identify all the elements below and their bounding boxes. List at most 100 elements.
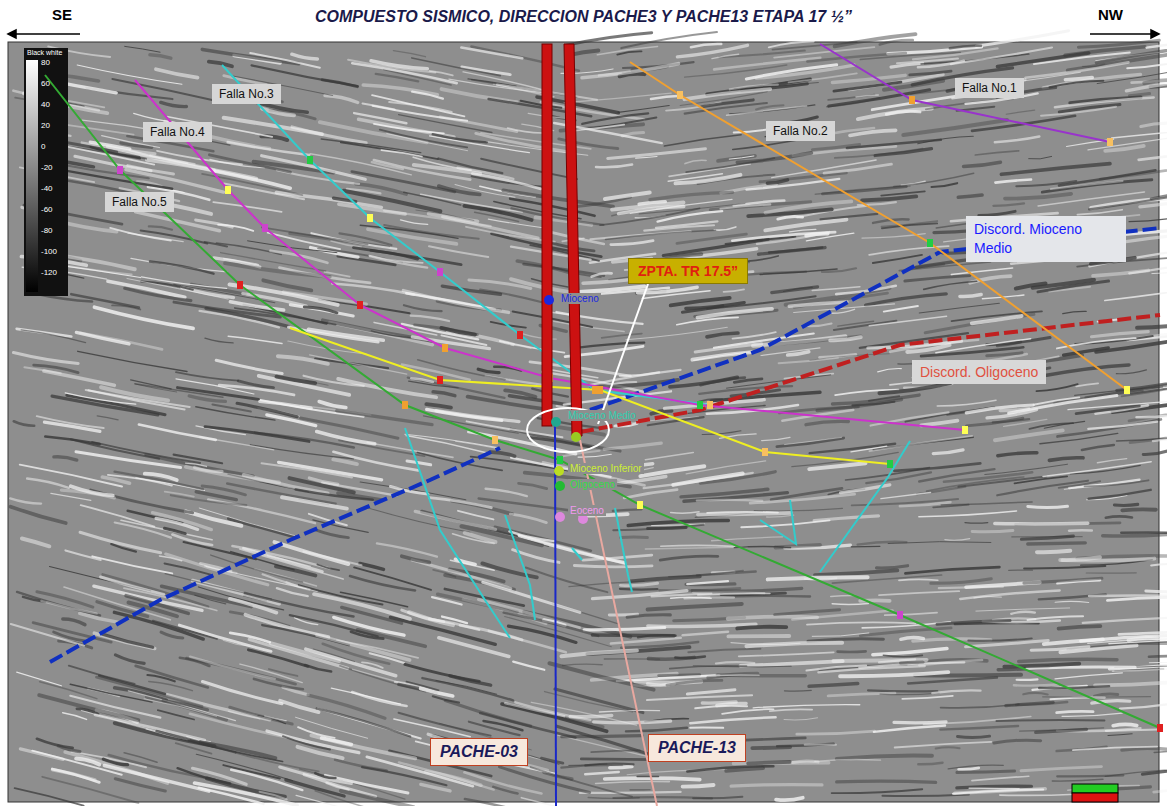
- reflector: [502, 704, 607, 731]
- reflector: [624, 490, 677, 498]
- reflector: [669, 164, 750, 176]
- reflector: [337, 411, 432, 425]
- reflector: [784, 690, 811, 692]
- reflector: [1017, 678, 1038, 681]
- reflector: [621, 642, 698, 648]
- reflector: [997, 720, 1105, 721]
- reflector: [1050, 81, 1104, 88]
- fault-marker: [677, 91, 683, 99]
- reflector: [1069, 529, 1092, 532]
- reflector: [261, 136, 287, 140]
- reflector: [1097, 68, 1167, 84]
- reflector: [637, 776, 658, 778]
- reflector: [1068, 54, 1167, 71]
- reflector: [728, 634, 789, 638]
- reflector: [960, 590, 1059, 598]
- reflector: [767, 180, 787, 183]
- reflector: [136, 666, 208, 688]
- reflector: [1112, 668, 1167, 672]
- reflector: [61, 490, 114, 498]
- reflector: [585, 763, 633, 765]
- reflector: [1025, 62, 1128, 77]
- reflector: [576, 343, 644, 348]
- reflector: [1043, 696, 1151, 698]
- reflector: [932, 690, 980, 693]
- reflector: [869, 396, 899, 401]
- reflector: [1023, 693, 1047, 695]
- reflector: [195, 595, 226, 604]
- reflector: [876, 566, 907, 568]
- reflector: [1055, 601, 1088, 602]
- reflector: [225, 263, 330, 277]
- reflector: [677, 234, 746, 243]
- label-text: -20: [41, 163, 53, 172]
- reflector: [327, 783, 349, 790]
- reflector: [1024, 566, 1105, 568]
- reflector: [1149, 655, 1167, 657]
- reflector: [341, 592, 408, 607]
- label-box: Falla No.5: [105, 192, 174, 212]
- reflector: [440, 117, 517, 132]
- reflector: [44, 371, 114, 385]
- reflector: [276, 566, 316, 575]
- reflector: [402, 556, 430, 562]
- reflector: [165, 492, 194, 497]
- reflector: [150, 262, 213, 274]
- reflector: [126, 596, 188, 614]
- reflector: [76, 452, 181, 468]
- reflector: [259, 376, 350, 395]
- reflector: [363, 104, 395, 110]
- reflector: [171, 495, 246, 505]
- reflector: [885, 613, 937, 616]
- reflector: [620, 583, 657, 585]
- reflector: [80, 333, 162, 350]
- reflector: [837, 756, 932, 759]
- reflector: [1004, 419, 1047, 426]
- reflector: [808, 639, 883, 642]
- reflector: [112, 79, 222, 102]
- reflector: [1085, 480, 1149, 486]
- reflector: [752, 745, 790, 750]
- reflector: [919, 660, 982, 665]
- reflector: [1076, 406, 1139, 414]
- reflector: [594, 721, 671, 723]
- box-text: PACHE-03: [440, 743, 518, 761]
- reflector: [807, 53, 905, 61]
- reflector: [296, 795, 377, 806]
- reflector: [873, 255, 922, 263]
- reflector: [792, 761, 818, 763]
- formation-top: [555, 481, 565, 491]
- label-box: Falla No.4: [143, 122, 212, 142]
- reflector: [11, 507, 66, 523]
- reflector: [671, 512, 699, 513]
- label-box: ZPTA. TR 17.5”: [628, 258, 748, 284]
- reflector: [1055, 673, 1122, 679]
- reflector: [461, 526, 542, 545]
- fault-marker: [357, 301, 363, 309]
- reflector: [303, 552, 361, 566]
- reflector: [22, 539, 49, 547]
- reflector: [304, 307, 337, 313]
- reflector: [460, 625, 522, 640]
- reflector: [1040, 433, 1118, 443]
- reflector: [584, 628, 665, 630]
- reflector: [472, 174, 540, 189]
- reflector: [205, 427, 309, 442]
- reflector: [1083, 618, 1167, 623]
- reflector: [834, 321, 896, 330]
- formation-top: [571, 432, 581, 442]
- label-box: Falla No.3: [212, 84, 281, 104]
- reflector: [315, 773, 335, 778]
- reflector: [515, 702, 590, 719]
- reflector: [611, 241, 653, 245]
- fault-marker: [762, 448, 768, 456]
- colorbar: [26, 60, 38, 292]
- reflector: [1058, 419, 1161, 436]
- box-text: Falla No.3: [219, 87, 274, 101]
- label-text: 40: [41, 100, 50, 109]
- reflector: [815, 570, 898, 575]
- reflector: [753, 705, 860, 708]
- reflector: [179, 625, 271, 651]
- reflector: [676, 175, 741, 184]
- reflector: [1132, 78, 1167, 82]
